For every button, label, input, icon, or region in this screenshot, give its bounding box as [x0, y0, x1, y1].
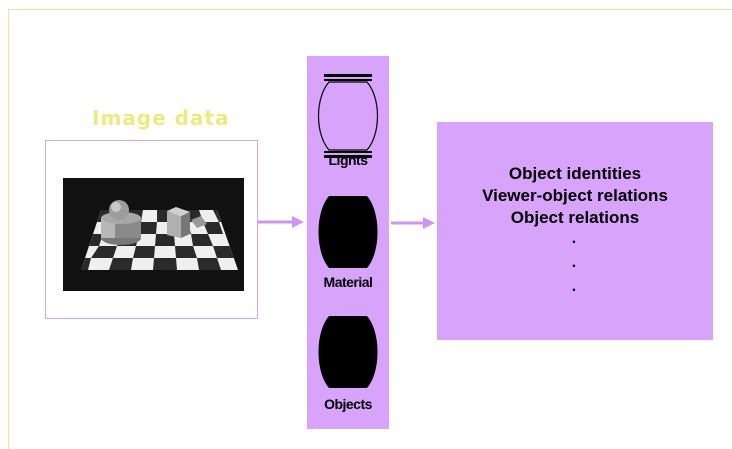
objects-vase-icon	[318, 316, 378, 388]
rendered-scene-image	[63, 178, 244, 291]
ellipsis-dot: .	[571, 278, 577, 295]
image-data-box	[45, 140, 258, 319]
lights-label: Lights	[328, 152, 369, 168]
material-label: Material	[323, 274, 373, 290]
lights-vase-icon	[318, 74, 378, 158]
output-line-object-relations: Object relations	[510, 208, 640, 227]
arrow-image-to-column	[258, 216, 304, 228]
output-line-object-identities: Object identities	[508, 164, 642, 183]
checkerboard-scene	[63, 178, 244, 291]
ellipsis-dot: .	[571, 230, 577, 247]
output-line-viewer-object-relations: Viewer-object relations	[482, 186, 668, 205]
image-data-label: Image data	[92, 106, 230, 130]
objects-label: Objects	[324, 396, 372, 412]
frame-top-border	[8, 9, 732, 10]
material-vase-icon	[318, 196, 378, 268]
ellipsis-dot: .	[571, 254, 577, 271]
frame-left-border	[8, 9, 9, 449]
arrow-column-to-output	[391, 217, 435, 229]
inference-column: Lights Material Objects	[307, 56, 389, 429]
output-box: Object identities Viewer-object relation…	[437, 122, 713, 340]
